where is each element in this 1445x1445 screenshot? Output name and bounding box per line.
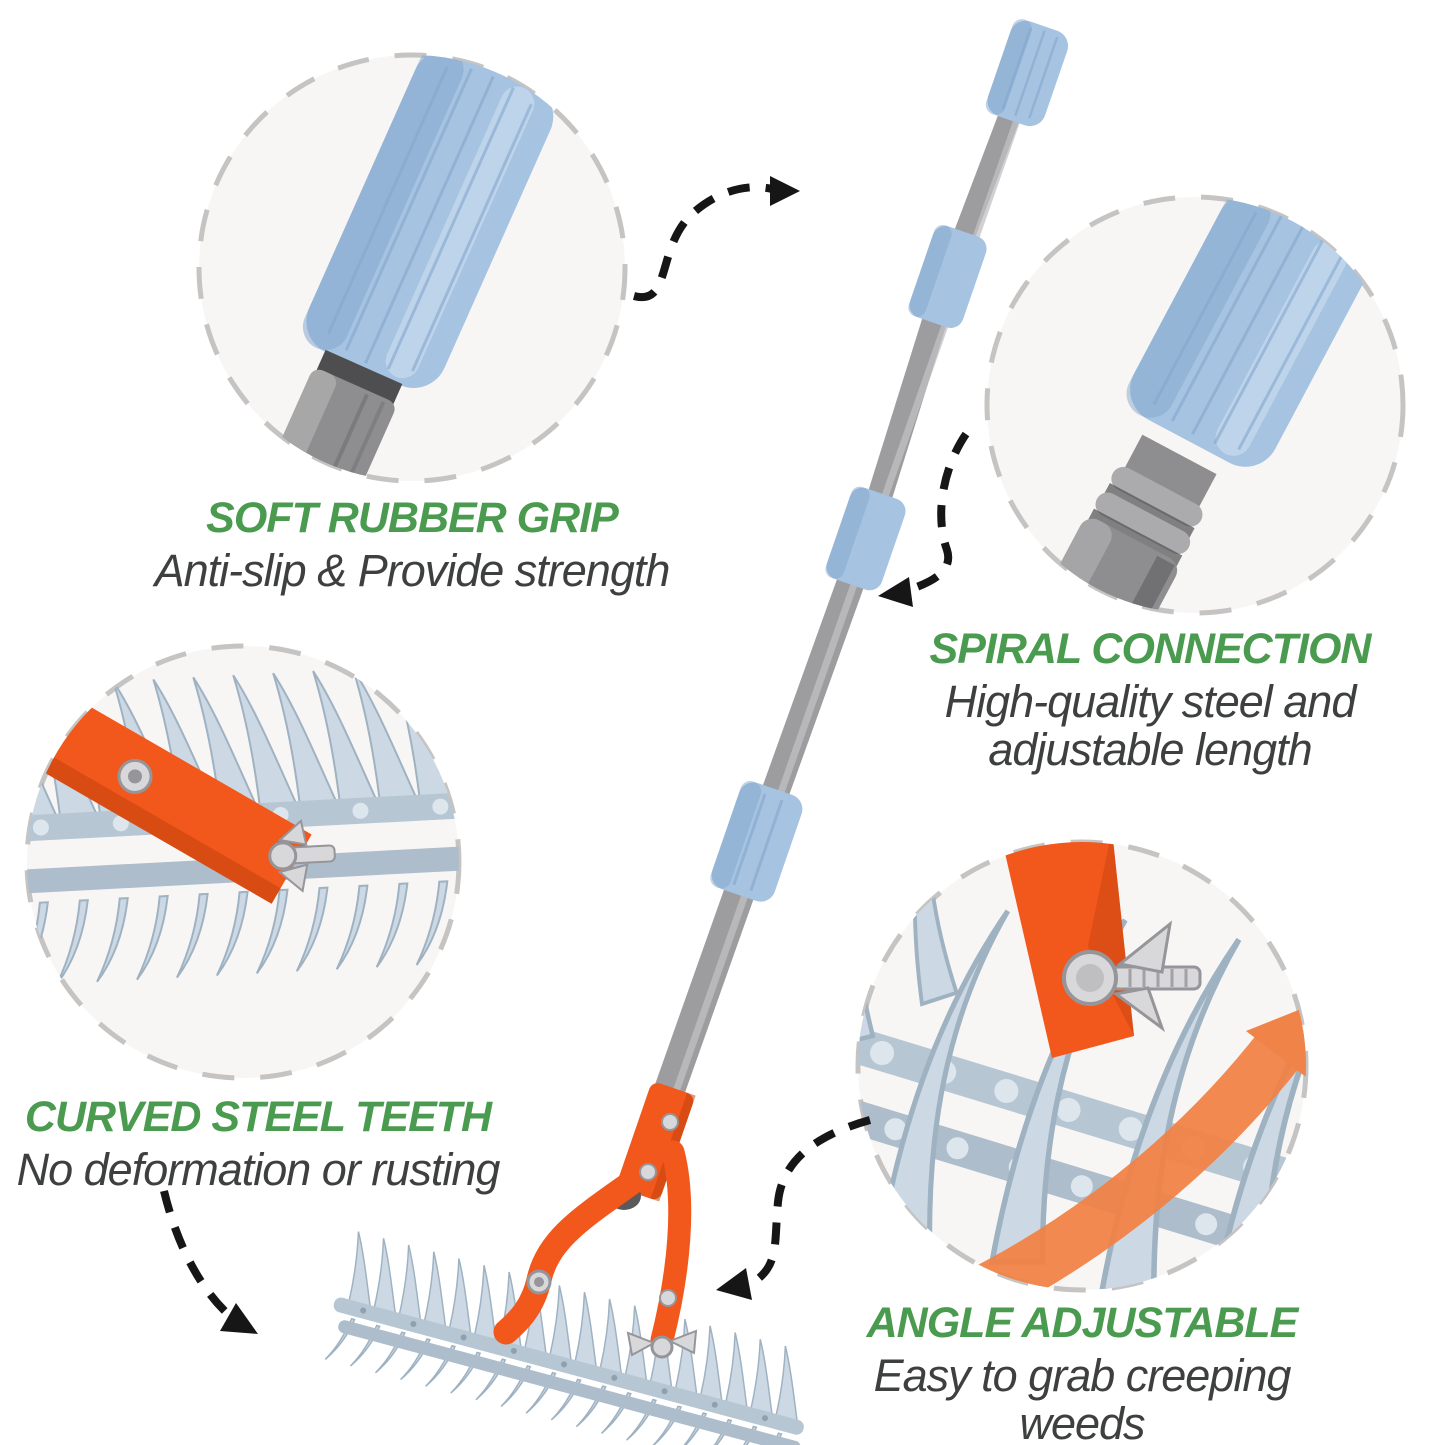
callout-circle-grip (196, 52, 628, 484)
feature-subtitle: Anti-slip & Provide strength (154, 545, 671, 597)
feature-curved-steel-teeth: CURVED STEEL TEETH No deformation or rus… (0, 1094, 516, 1194)
feature-spiral-connection: SPIRAL CONNECTION High-quality steel and… (900, 626, 1400, 774)
feature-angle-adjustable: ANGLE ADJUSTABLE Easy to grab creeping w… (824, 1300, 1340, 1445)
dashed-arrow-teeth (160, 1190, 258, 1334)
rotation-arrow (871, 1003, 1306, 1290)
callout-circle-angle (855, 839, 1309, 1293)
feature-subtitle: High-quality steel and adjustable length (944, 676, 1357, 776)
feature-soft-rubber-grip: SOFT RUBBER GRIP Anti-slip & Provide str… (92, 495, 732, 595)
feature-subtitle: Easy to grab creeping weeds (873, 1350, 1292, 1445)
wing-bolt (268, 819, 336, 893)
dashed-arrow-angle (716, 1116, 872, 1300)
dashed-arrow-spiral (878, 431, 970, 607)
wing-bolt (1062, 920, 1202, 1033)
dashed-arrow-grip (632, 176, 800, 302)
rake-teeth-row (323, 1230, 817, 1445)
angle-closeup-illustration (858, 842, 1306, 1290)
pole-collar (710, 224, 987, 902)
feature-title: SPIRAL CONNECTION (929, 625, 1372, 673)
feature-title: CURVED STEEL TEETH (24, 1093, 492, 1141)
feature-title: ANGLE ADJUSTABLE (866, 1299, 1299, 1347)
callout-circle-teeth (24, 643, 462, 1081)
feature-subtitle: No deformation or rusting (16, 1144, 501, 1196)
feature-title: SOFT RUBBER GRIP (206, 494, 619, 542)
wing-nut (626, 1329, 698, 1359)
pole-end-cap (985, 19, 1069, 127)
rake-product (323, 19, 1069, 1445)
rake-head-bracket (493, 1083, 698, 1359)
teeth-closeup-illustration (27, 660, 459, 987)
